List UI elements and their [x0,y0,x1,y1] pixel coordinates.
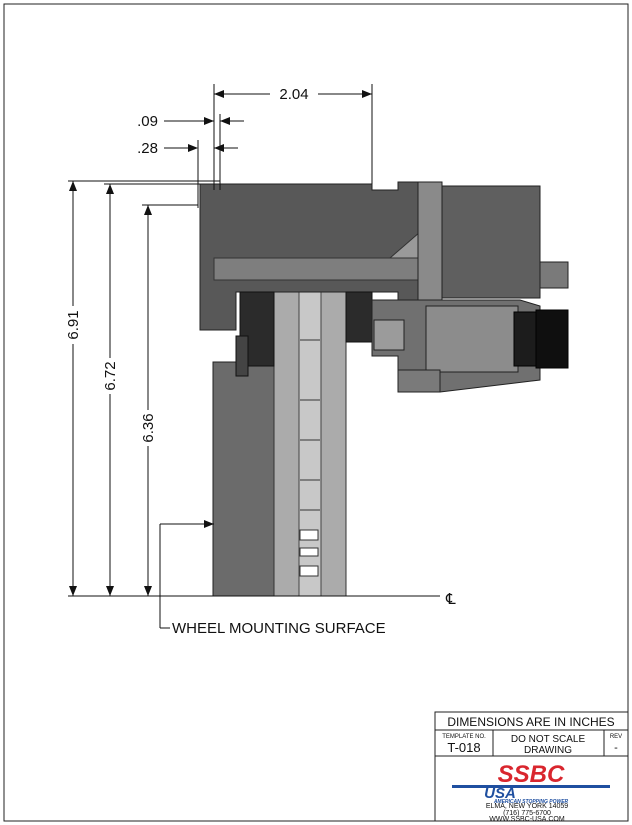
logo-ssbc: SSBC [498,761,565,788]
note-line-1: DO NOT SCALE [511,734,586,745]
caliper-bridge [213,257,441,281]
dim-2-04: 2.04 [279,86,308,103]
actuator-cap-inner [535,309,569,369]
address-line-3: WWW.SSBC-USA.COM [489,816,565,823]
template-number: T-018 [447,740,480,755]
brake-pad-outer [345,291,373,343]
template-label: TEMPLATE NO. [442,734,486,740]
ssbc-logo: SSBC USA AMERICAN STOPPING POWER [452,761,610,805]
rotor-slots [299,339,320,577]
actuator-cylinder [425,305,519,373]
pad-ridge [235,335,249,377]
logo-stripe [452,785,610,788]
centerline-symbol: ℄ [445,591,456,608]
dim-6-36: 6.36 [140,413,157,442]
dim-6-72: 6.72 [102,361,119,390]
note-line-2: DRAWING [524,745,572,756]
title-block: DIMENSIONS ARE IN INCHES TEMPLATE NO. T-… [434,711,629,823]
dimension-lines [68,84,440,629]
sheet-border [3,3,629,822]
wheel-mounting-surface-label: WHEEL MOUNTING SURFACE [172,620,386,637]
address-line-2: (716) 775-6700 [503,810,551,817]
dim-6-91: 6.91 [65,310,82,339]
caliper-housing-rim [417,181,443,301]
rotor-block [212,361,276,597]
caliper-housing [439,185,541,299]
logo-tagline: AMERICAN STOPPING POWER [493,799,569,805]
caliper-drawing [199,181,569,597]
rev-label: REV [610,734,622,740]
dim-0-28: .28 [137,140,158,157]
housing-side-tab [539,261,569,289]
address-line-1: ELMA, NEW YORK 14059 [486,803,568,810]
dim-0-09: .09 [137,113,158,130]
dimension-arrows [69,90,372,596]
rev-value: - [614,742,618,754]
actuator-collar [373,319,405,351]
actuator-base [397,369,441,393]
logo-usa: USA [484,785,516,802]
title-block-header: DIMENSIONS ARE IN INCHES [447,715,614,729]
